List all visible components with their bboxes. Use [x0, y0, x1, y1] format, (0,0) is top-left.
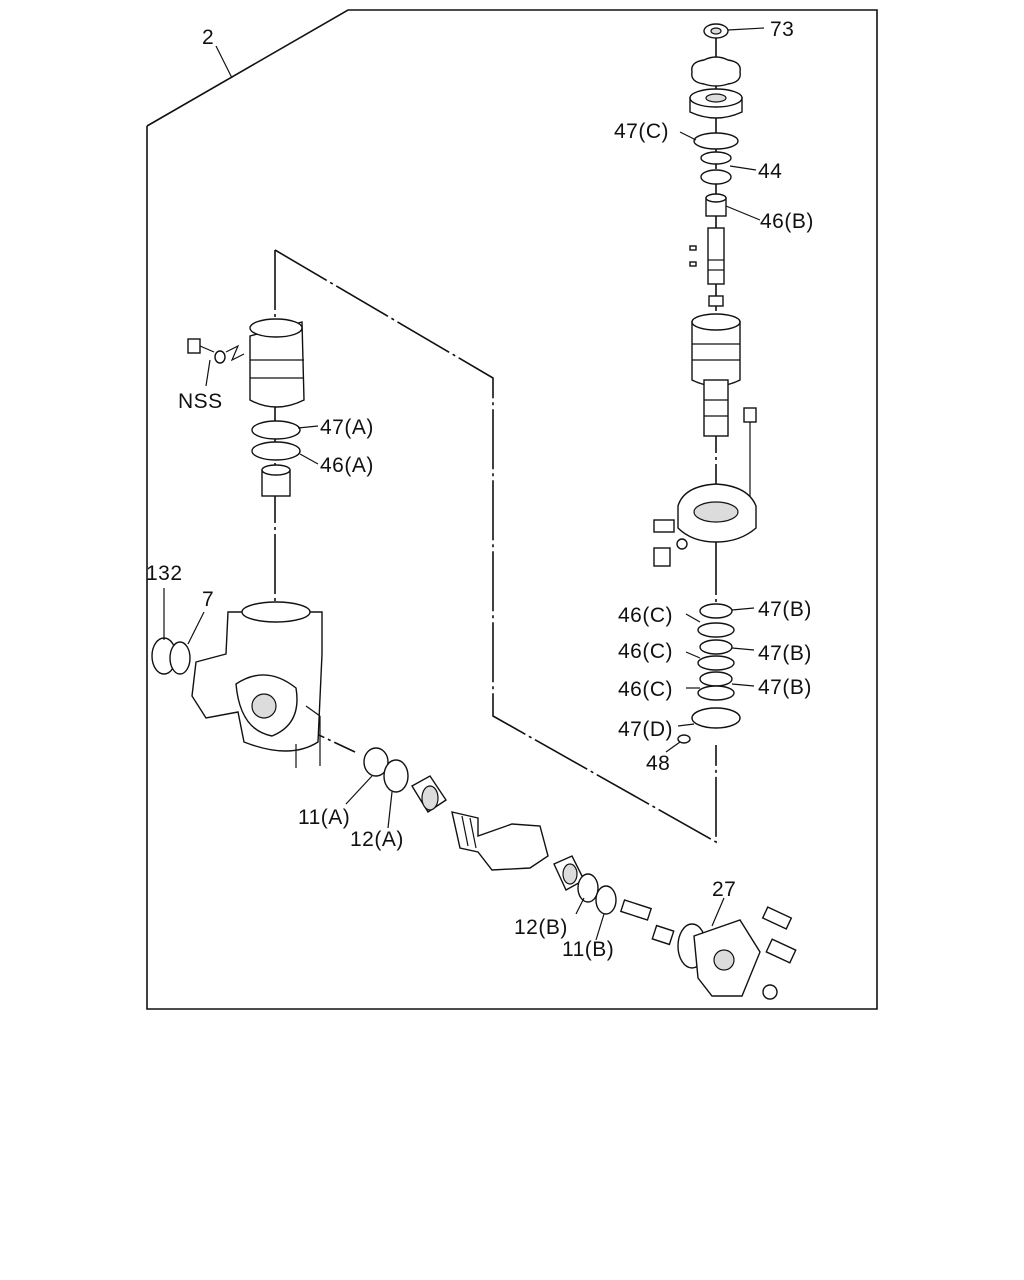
callout-46a: 46(A): [320, 454, 374, 477]
callout-47b-3: 47(B): [758, 676, 812, 699]
rotary-valve-body: [691, 313, 741, 437]
gear-housing: [191, 601, 323, 768]
callout-11b: 11(B): [562, 938, 614, 961]
adjust-bolt: [743, 407, 757, 500]
callout-47b-1: 47(B): [758, 598, 812, 621]
callout-27: 27: [712, 878, 736, 901]
part-46a-oring: [251, 441, 301, 461]
callout-7: 7: [202, 588, 214, 611]
callout-46c-2: 46(C): [618, 640, 673, 663]
callout-12b: 12(B): [514, 916, 568, 939]
left-valve-housing: [249, 318, 305, 408]
part-73-seal: [703, 23, 729, 39]
callout-48: 48: [646, 752, 670, 775]
part-44-seal: [700, 151, 732, 185]
assembly-path-dashed: [274, 249, 717, 844]
part-47a-oring: [251, 420, 301, 440]
part-46b-bushing: [705, 193, 727, 217]
valve-spool: [689, 227, 725, 285]
adjust-screw: [619, 899, 675, 946]
callout-47d: 47(D): [618, 718, 673, 741]
callout-132: 132: [146, 562, 183, 585]
callout-46c-3: 46(C): [618, 678, 673, 701]
assembly-frame: [146, 9, 878, 1010]
callout-nss: NSS: [178, 390, 223, 413]
callout-73: 73: [770, 18, 794, 41]
callout-44: 44: [758, 160, 782, 183]
part-47c-oring: [693, 132, 739, 150]
callout-47b-2: 47(B): [758, 642, 812, 665]
sector-shaft: [451, 811, 549, 871]
callout-47a: 47(A): [320, 416, 374, 439]
side-cover: [677, 906, 797, 1000]
valve-housing: [653, 483, 757, 567]
leader-2: [215, 45, 233, 79]
leader-lines: [163, 27, 765, 941]
part-11b-snapring: [595, 885, 617, 915]
callout-47c: 47(C): [614, 120, 669, 143]
part-12b-seal: [577, 873, 599, 903]
callout-2: 2: [202, 26, 214, 49]
callout-46b: 46(B): [760, 210, 814, 233]
gasket-plate: [691, 56, 741, 87]
left-plug: [261, 464, 291, 497]
bearing-upper: [411, 775, 447, 813]
callout-46c-1: 46(C): [618, 604, 673, 627]
small-ball: [708, 295, 724, 307]
bearing-lower: [553, 855, 585, 891]
part-12a-seal: [383, 759, 409, 793]
nss-bolt: [187, 338, 245, 364]
ring-stack-right: [677, 603, 741, 744]
top-housing: [689, 88, 743, 119]
callout-11a: 11(A): [298, 806, 350, 829]
callout-12a: 12(A): [350, 828, 404, 851]
part-11a-snapring: [363, 747, 389, 777]
part-7-ring: [169, 641, 191, 675]
